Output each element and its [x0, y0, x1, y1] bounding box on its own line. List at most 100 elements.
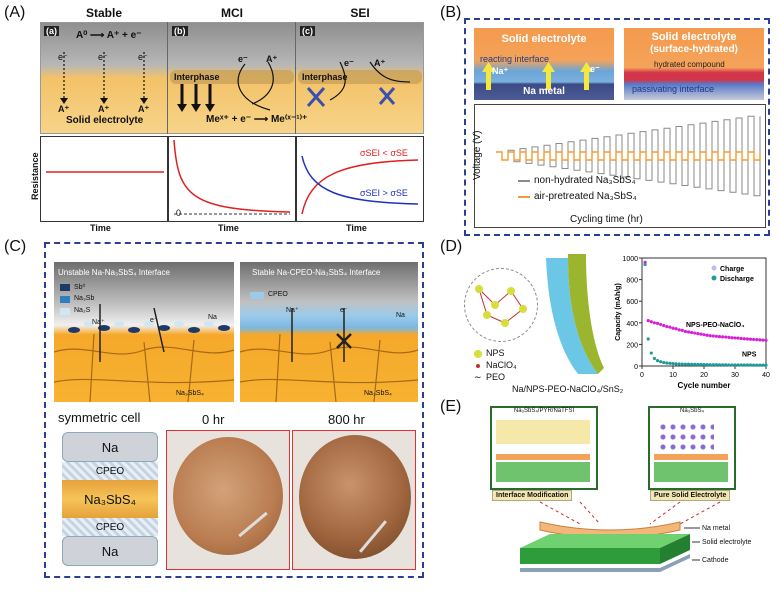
- d-x-axis-label: Cycle number: [678, 381, 731, 390]
- passivating-interface-label: passivating interface: [632, 84, 715, 94]
- c-na-ion-right: Na⁺: [286, 307, 299, 314]
- c-legend-sb: [60, 284, 70, 291]
- d-x-tick-label: 40: [762, 372, 770, 379]
- d-point: [755, 338, 759, 342]
- d-y-tick-label: 0: [634, 364, 638, 371]
- d-legend-nps-dot: [474, 350, 482, 358]
- c-electron-left: e⁻: [150, 317, 158, 324]
- stack-cpeo-bottom: CPEO: [62, 518, 158, 536]
- d-point: [665, 324, 669, 329]
- c-legend-sb-label: Sb⁰: [74, 284, 86, 291]
- d-point: [727, 363, 731, 367]
- divider: [167, 22, 168, 134]
- d-point: [714, 363, 718, 367]
- panel-label-d: (D): [440, 238, 463, 255]
- panel-b-right-schematic: [624, 28, 764, 100]
- panel-label-b: (B): [440, 4, 462, 21]
- d-point: [736, 336, 740, 340]
- stable-reaction: A⁰ ⟶ A⁺ + e⁻: [76, 30, 142, 41]
- ion-label: A⁺: [138, 104, 150, 114]
- d-x-tick-label: 10: [669, 372, 677, 379]
- c-electrolyte-left: Na₃SbS₄: [176, 390, 204, 397]
- solid-electrolyte-label: Solid electrolyte: [66, 115, 144, 126]
- e-layer-cathode: Cathode: [702, 557, 729, 564]
- d-point: [748, 337, 753, 341]
- d-y-tick-label: 1000: [622, 256, 638, 263]
- d-annotation-nps: NPS: [742, 351, 757, 358]
- d-point: [699, 332, 703, 336]
- d-point: [742, 363, 746, 367]
- d-point: [714, 334, 718, 338]
- c-left-title: Unstable Na-Na₃SbS₄ Interface: [58, 268, 170, 277]
- d-point: [696, 362, 700, 367]
- d-point: [683, 329, 687, 334]
- e-right-cathode: [654, 462, 728, 482]
- d-legend-peo: PEO: [486, 372, 506, 382]
- photo-800hr: [292, 430, 416, 570]
- d-y-tick-label: 200: [626, 342, 638, 349]
- b-right-title: Solid electrolyte: [651, 31, 737, 43]
- d-point: [711, 334, 715, 338]
- ion-label: A⁺: [58, 104, 70, 114]
- d-point: [702, 333, 706, 337]
- y-axis-label: Resistance: [30, 152, 40, 200]
- resistance-plots: [40, 136, 424, 222]
- zero-label: 0: [176, 208, 182, 218]
- d-point: [702, 362, 706, 367]
- e-right-caption: Pure Solid Electrolyte: [650, 490, 731, 501]
- photo-800-label: 800 hr: [328, 412, 365, 427]
- electron-label: e⁻: [58, 52, 68, 62]
- e-left-electrolyte: [496, 420, 590, 444]
- panel-label-c: (C): [4, 238, 27, 255]
- d-point: [655, 359, 660, 363]
- d-point: [677, 328, 681, 332]
- d-point: [758, 363, 762, 367]
- b-legend-gray: non-hydrated Na₃SbS₄: [534, 175, 636, 186]
- tag-b: (b): [172, 26, 188, 36]
- d-point: [649, 351, 653, 355]
- hydrated-compound-label: hydrated compound: [654, 60, 725, 69]
- b-series-air-pretreated: [496, 151, 761, 161]
- photo-0hr: [166, 430, 290, 570]
- d-plot-frame: [641, 257, 767, 367]
- d-point: [708, 334, 712, 338]
- panel-b-left-schematic: [474, 28, 614, 100]
- d-point: [659, 360, 663, 364]
- d-point: [646, 337, 650, 341]
- d-point: [721, 335, 725, 339]
- c-legend-cpeo: [250, 292, 264, 299]
- d-point: [711, 363, 715, 367]
- ion-label: A⁺: [374, 58, 386, 68]
- d-point: [752, 363, 756, 367]
- photo-0-label: 0 hr: [202, 412, 225, 427]
- e-layer-na-metal: Na metal: [702, 525, 731, 532]
- c-legend-na2s-label: Na₂S: [74, 307, 91, 314]
- c-right-title: Stable Na-CPEO-Na₃SbS₄ Interface: [252, 268, 381, 277]
- b-voltage-chart: [474, 104, 766, 228]
- electron-label: e⁻: [138, 52, 148, 62]
- b-left-arrows: [482, 62, 593, 90]
- c-na-ion-left: Na⁺: [92, 319, 105, 326]
- e-left-interface: [496, 454, 590, 460]
- d-point: [683, 362, 687, 366]
- tag-a: (a): [44, 26, 59, 36]
- d-point: [699, 362, 703, 367]
- electron-label: e⁻: [344, 58, 354, 68]
- b-left-title: Solid electrolyte: [501, 33, 587, 45]
- sei-red-label: σSEI < σSE: [360, 148, 408, 158]
- d-y-tick-label: 600: [626, 299, 638, 306]
- d-point: [745, 337, 749, 341]
- electron-label: e⁻: [98, 52, 108, 62]
- x-axis-label: Time: [90, 223, 111, 233]
- d-point: [668, 361, 672, 365]
- d-point: [671, 326, 675, 330]
- d-y-axis-label: Capacity (mAh/g): [615, 283, 622, 341]
- stack-cpeo-top: CPEO: [62, 462, 158, 480]
- e-right-interface: [654, 454, 728, 460]
- b-xlabel: Cycling time (hr): [570, 214, 643, 225]
- d-electrode-slab: [546, 254, 604, 374]
- e-left-box: Na₃SbS₄/PYR/NaTFSI: [490, 406, 598, 490]
- d-point: [674, 362, 678, 366]
- c-electrolyte-right: Na₃SbS₄: [364, 390, 392, 397]
- d-point: [764, 338, 768, 342]
